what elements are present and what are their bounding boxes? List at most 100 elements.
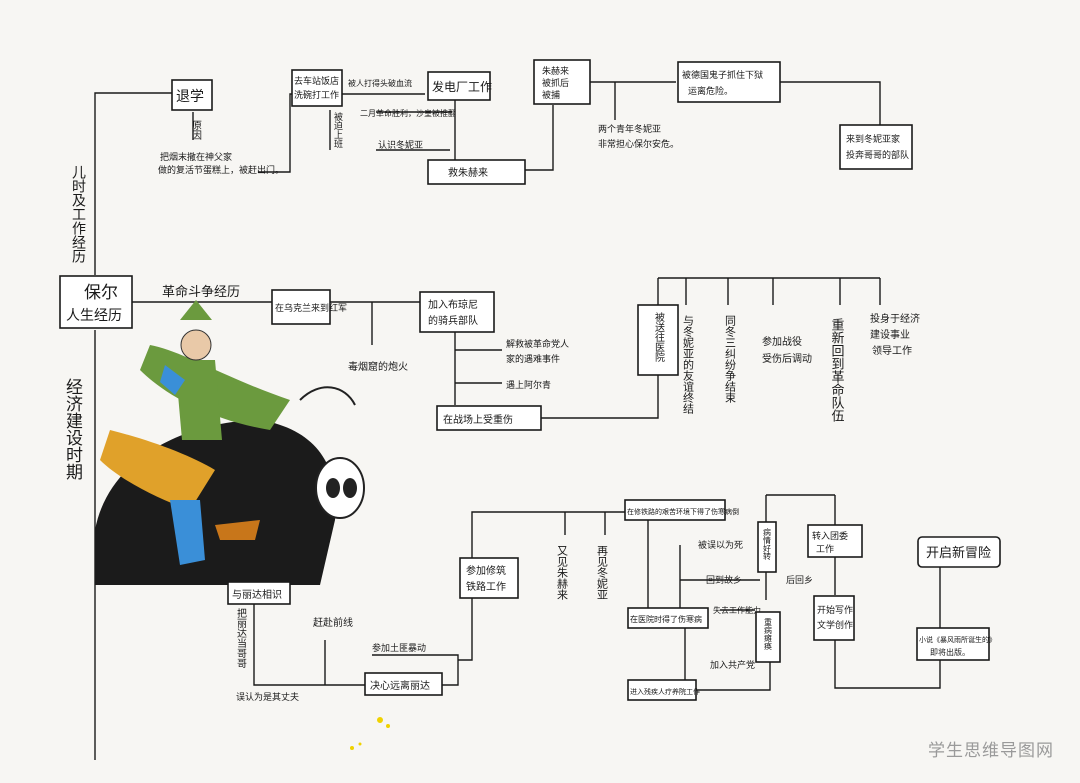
node-yuanyin-detail-2: 做的复活节蛋糕上，被赶出门。 [158, 164, 284, 176]
node-wei-label: 被送往医院 [653, 311, 665, 363]
node-shou: 在战场上受重伤 [436, 405, 542, 431]
node-zhu-line3: 被捕 [542, 89, 560, 101]
node-fu-bing: 重病瘫痪 [755, 611, 781, 663]
node-jia-dang: 加入共产党 [710, 659, 755, 671]
node-jiyao-line1: 投身于经济 [870, 312, 920, 325]
node-ba-rita: 把丽达当哥哥 [235, 607, 247, 668]
site-watermark: 学生思维导图网 [928, 741, 1054, 761]
node-hui-gu-label: 回到故乡 [706, 574, 742, 586]
node-dong-break: 与冬妮亚的友谊终结 [682, 315, 695, 415]
node-jiyao-line2: 建设事业 [870, 328, 910, 341]
node-eryue-label: 二月革命胜利，沙皇被推翻 [360, 108, 456, 118]
node-hou-label: 在修铁路的艰苦环境下得了伤寒病倒 [627, 507, 739, 516]
soldier-illustration [95, 300, 365, 585]
node-jiaru: 加入布琼尼 的骑兵部队 [419, 291, 495, 333]
node-beibu-line1: 被德国鬼子抓住下狱 [682, 69, 763, 81]
node-dong-worry-1: 两个青年冬妮亚 [598, 123, 661, 135]
node-dong-worry: 两个青年冬妮亚 非常担心保尔安危。 [598, 123, 679, 150]
node-hongjun-label: 在乌克兰来到红军 [275, 302, 347, 314]
node-bei-ji: 被人打得头破血流 [348, 78, 412, 88]
node-zhu-see-label: 又见朱赫来 [556, 545, 569, 600]
node-dong-break-label: 与冬妮亚的友谊终结 [682, 315, 695, 415]
node-chezhan: 去车站饭店 洗碗打工作 [291, 69, 343, 107]
node-dao-bing-label: 在医院时得了伤寒病 [630, 614, 702, 624]
node-fu-bing-label: 重病瘫痪 [764, 617, 773, 651]
node-fly-line2: 投奔哥哥的部队 [846, 149, 909, 161]
node-dong-worry-2: 非常担心保尔安危。 [598, 138, 679, 150]
node-ba-rita-label: 把丽达当哥哥 [235, 607, 247, 668]
node-tong-work: 同冬三纠纷争结束 [724, 315, 737, 404]
branch-revolution-label: 革命斗争经历 [162, 284, 240, 300]
node-du: 毒烟窟的炮火 [348, 360, 408, 373]
branch-childhood: 儿时及工作经历 [70, 165, 86, 264]
node-bei-ji-label: 被人打得头破血流 [348, 78, 412, 88]
node-jiaru-line1: 加入布琼尼 [428, 298, 478, 311]
node-dong-see: 再见冬妮亚 [596, 545, 609, 600]
node-renshi-label: 认识冬妮亚 [378, 139, 423, 151]
node-ruo-bing-label: 失去工作能力 [713, 605, 761, 615]
node-beibu: 被德国鬼子抓住下狱 运离危险。 [677, 61, 781, 103]
node-fly-line1: 来到冬妮亚家 [846, 133, 900, 145]
node-jing-label: 进入残疾人疗养院工作 [630, 687, 700, 696]
node-yudao-label: 遇上阿尔青 [506, 379, 551, 391]
node-tuixue-label: 退学 [176, 89, 204, 105]
node-wei: 被送往医院 [637, 304, 679, 376]
node-yuanyin: 原因 把烟末撒在神父家 做的复活节蛋糕上，被赶出门。 [158, 120, 284, 176]
node-chezhan-line2: 洗碗打工作 [294, 89, 339, 101]
node-zhiling-label: 赶赴前线 [313, 616, 353, 629]
root-subtitle: 人生经历 [66, 308, 122, 324]
node-jue: 决心远离丽达 [364, 672, 443, 696]
node-ji-dai: 被误以为死 [698, 539, 743, 551]
node-jing: 进入残疾人疗养院工作 [627, 679, 700, 701]
node-yudao: 遇上阿尔青 [506, 379, 551, 391]
root-node: 保尔 人生经历 [59, 275, 133, 329]
branch-revolution: 革命斗争经历 [162, 284, 240, 300]
node-jiyao-line3: 领导工作 [872, 344, 912, 357]
node-xiao-shuo-line1: 小说《暴风雨所诞生的》 [919, 635, 996, 644]
root-title: 保尔 [84, 283, 118, 303]
node-xiao-label: 参加土匪暴动 [372, 642, 426, 654]
node-wen-line2: 文学创作 [817, 619, 853, 631]
branch-childhood-label: 儿时及工作经历 [70, 165, 86, 264]
node-jiuzhu-label: 救朱赫来 [448, 166, 488, 179]
node-zhu-catch: 朱赫来 被抓后 被捕 [533, 59, 591, 105]
node-zai-line2: 受伤后调动 [762, 352, 812, 365]
node-dao-bing: 在医院时得了伤寒病 [627, 607, 709, 629]
node-jiefang-line1: 解救被革命党人 [506, 338, 569, 350]
node-hou: 在修铁路的艰苦环境下得了伤寒病倒 [624, 499, 739, 521]
node-fadian: 发电厂工作 [427, 71, 492, 101]
node-canjia-line1: 参加修筑 [466, 564, 506, 577]
node-yuanyin-detail-1: 把烟末撒在神父家 [160, 151, 232, 163]
node-bingren-note: 后回乡 [786, 575, 813, 586]
node-wen-line1: 开始写作 [817, 604, 853, 616]
node-beipo-label: 被迫上班 [332, 111, 343, 149]
node-fly: 来到冬妮亚家 投奔哥哥的部队 [839, 124, 913, 170]
node-eryue: 二月革命胜利，沙皇被推翻 [360, 108, 456, 118]
node-fadian-label: 发电厂工作 [432, 79, 492, 94]
node-ji-dai-label: 被误以为死 [698, 539, 743, 551]
node-bingren-line2: 后回乡 [786, 575, 813, 586]
node-jiefang: 解救被革命党人 家的遇难事件 [506, 338, 569, 365]
node-wu-ren-label: 误认为是其丈夫 [236, 691, 299, 703]
node-xiao-shuo-line2: 即将出版。 [930, 647, 970, 657]
node-zai-line1: 参加战役 [762, 335, 802, 348]
node-zhu-see: 又见朱赫来 [556, 545, 569, 600]
branch-economy: 经济建设时期 [62, 378, 83, 481]
node-zhu-line2: 被抓后 [542, 77, 569, 89]
node-tuixue: 退学 [171, 79, 213, 111]
node-canjia: 参加修筑 铁路工作 [459, 557, 519, 599]
node-dong-see-label: 再见冬妮亚 [596, 545, 609, 600]
node-zhiling: 赶赴前线 [313, 616, 353, 629]
node-xiao-shuo: 小说《暴风雨所诞生的》 即将出版。 [916, 627, 996, 661]
node-beibu-line2: 运离危险。 [688, 85, 733, 97]
node-chong-label: 重新回到革命队伍 [829, 317, 845, 422]
node-canjia-line2: 铁路工作 [466, 580, 506, 593]
node-jia-dang-label: 加入共产党 [710, 659, 755, 671]
node-new-adv: 开启新冒险 [917, 536, 1001, 568]
node-wen: 开始写作 文学创作 [813, 595, 855, 641]
paint-dots [350, 717, 390, 750]
node-jiuzhu: 救朱赫来 [427, 159, 526, 185]
node-zhuan-line2: 工作 [816, 543, 834, 555]
node-wu-ren: 误认为是其丈夫 [236, 691, 299, 703]
